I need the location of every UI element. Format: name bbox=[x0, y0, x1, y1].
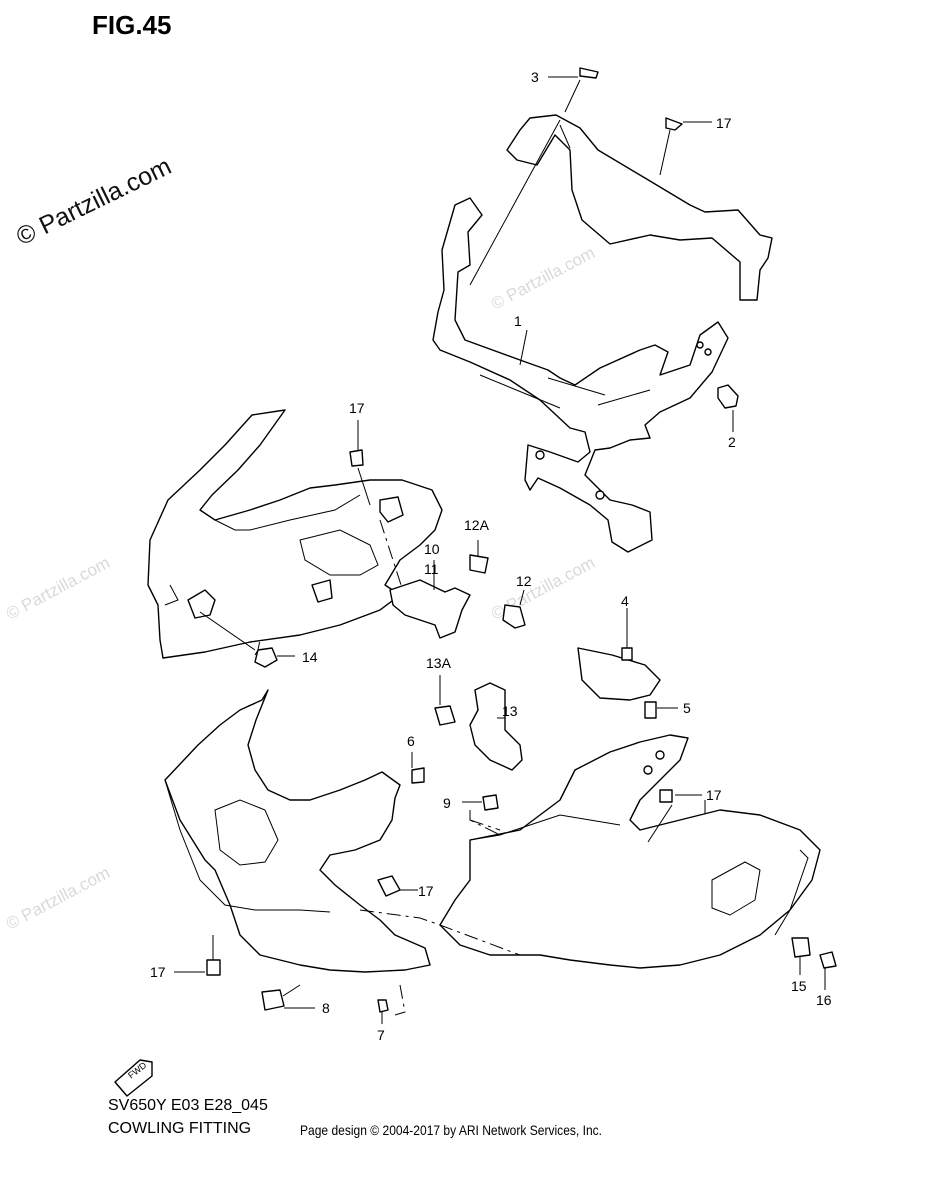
part-label-13[interactable]: 13 bbox=[502, 703, 518, 719]
part-label-17[interactable]: 17 bbox=[150, 964, 166, 980]
lower-cowling-left-part bbox=[164, 689, 431, 973]
part-label-13a[interactable]: 13A bbox=[426, 655, 452, 671]
part-label-9[interactable]: 9 bbox=[443, 795, 451, 811]
part-label-12[interactable]: 12 bbox=[516, 573, 532, 589]
windscreen-part bbox=[506, 114, 773, 301]
part-label-1[interactable]: 1 bbox=[514, 313, 522, 329]
figure-title: FIG.45 bbox=[92, 10, 172, 40]
part-label-10[interactable]: 10 bbox=[424, 541, 440, 557]
part-label-12a[interactable]: 12A bbox=[464, 517, 490, 533]
part-label-17[interactable]: 17 bbox=[706, 787, 722, 803]
part-label-7[interactable]: 7 bbox=[377, 1027, 385, 1043]
part-label-5[interactable]: 5 bbox=[683, 700, 691, 716]
frame-bracket-part bbox=[432, 197, 729, 553]
part-label-16[interactable]: 16 bbox=[816, 992, 832, 1008]
assembly-lines bbox=[254, 519, 706, 1016]
part-label-15[interactable]: 15 bbox=[791, 978, 807, 994]
part-label-2[interactable]: 2 bbox=[728, 434, 736, 450]
svg-text:© Partzilla.com: © Partzilla.com bbox=[3, 863, 113, 934]
side-plate-part bbox=[577, 647, 661, 701]
part-label-11[interactable]: 11 bbox=[424, 561, 439, 577]
part-label-4[interactable]: 4 bbox=[621, 593, 629, 609]
figure-name: COWLING FITTING bbox=[108, 1120, 252, 1137]
part-callouts: 3 17 1 2 17 12A 10 11 12 14 4 13A 5 13 6… bbox=[150, 69, 832, 1043]
part-label-14[interactable]: 14 bbox=[302, 649, 318, 665]
page-credit: Page design © 2004-2017 by ARI Network S… bbox=[300, 1122, 603, 1138]
part-label-3[interactable]: 3 bbox=[531, 69, 539, 85]
lower-cowling-right-part bbox=[439, 734, 821, 969]
part-label-17[interactable]: 17 bbox=[716, 115, 732, 131]
svg-text:© Partzilla.com: © Partzilla.com bbox=[488, 243, 598, 314]
leader-lines bbox=[174, 76, 826, 1024]
svg-text:© Partzilla.com: © Partzilla.com bbox=[3, 553, 113, 624]
figure-code: SV650Y E03 E28_045 bbox=[108, 1097, 268, 1114]
fastener-hardware bbox=[206, 67, 837, 1013]
part-label-17[interactable]: 17 bbox=[418, 883, 434, 899]
part-label-6[interactable]: 6 bbox=[407, 733, 415, 749]
small-brackets bbox=[389, 554, 526, 771]
part-label-17[interactable]: 17 bbox=[349, 400, 365, 416]
upper-cowling-left-part bbox=[147, 409, 443, 659]
fwd-arrow-icon bbox=[114, 1059, 153, 1097]
part-label-8[interactable]: 8 bbox=[322, 1000, 330, 1016]
